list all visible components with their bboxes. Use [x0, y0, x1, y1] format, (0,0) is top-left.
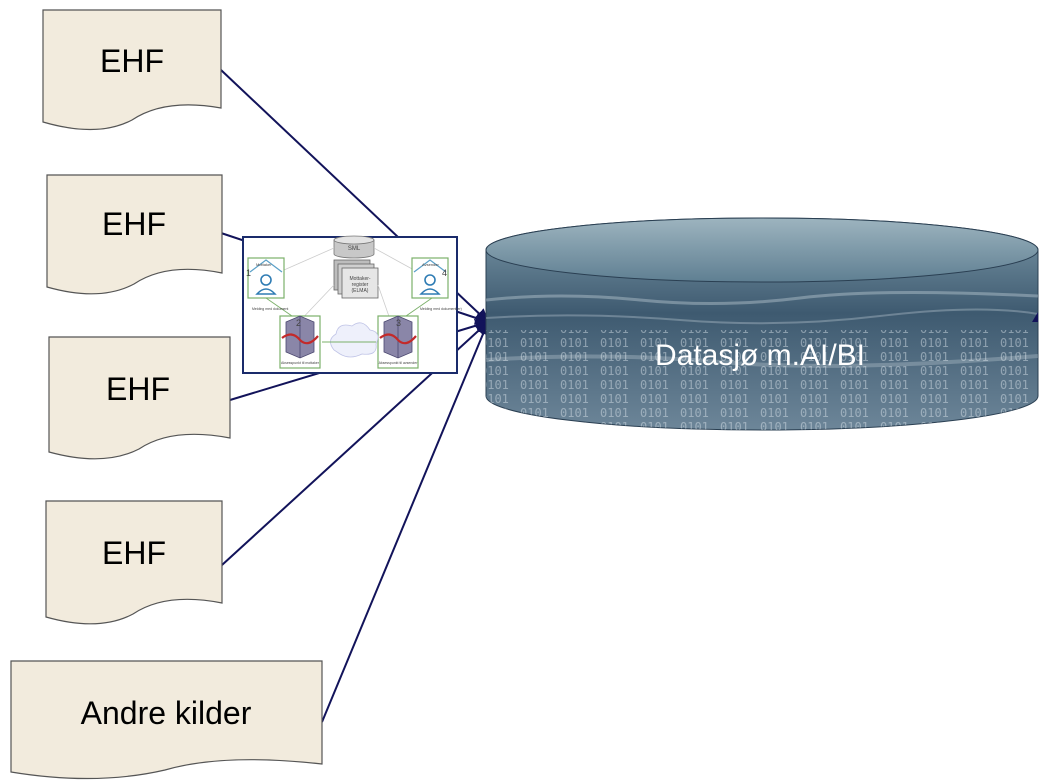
data-lake-texture [486, 290, 1038, 430]
left-msg-label: Melding med dokument [252, 307, 288, 311]
source-doc-4-label: EHF [102, 535, 166, 571]
source-doc-2: EHF [46, 174, 223, 295]
data-lake-label: Datasjø m.AI/BI [655, 339, 865, 372]
network-figure: SML Mottaker-register(ELMA) Mottaker 1 [242, 235, 462, 374]
cloud-icon [330, 322, 379, 358]
source-doc-3-label: EHF [106, 371, 170, 407]
access-point-sender-icon: 3 Aksesspunkt til avsender [377, 315, 419, 369]
receiver-label: Mottaker [256, 262, 272, 267]
data-lake-cylinder: Datasjø m.AI/BI [485, 217, 1039, 431]
source-doc-1-label: EHF [100, 43, 164, 79]
source-doc-1: EHF [42, 9, 222, 131]
source-doc-5: Andre kilder [10, 660, 323, 780]
receiver-num: 1 [246, 268, 251, 278]
source-doc-2-label: EHF [102, 206, 166, 242]
register-label: Mottaker-register(ELMA) [349, 276, 370, 294]
source-doc-5-label: Andre kilder [81, 695, 252, 731]
connectors [220, 69, 490, 723]
access-point-left-num: 2 [296, 318, 301, 328]
source-doc-4: EHF [45, 500, 223, 625]
lake-arrow-tip [1032, 312, 1038, 322]
sender-icon: Avsender 4 [411, 257, 449, 299]
sender-label: Avsender [422, 262, 439, 267]
figure-arrows [265, 297, 433, 343]
access-point-left-label: Aksesspunkt til mottaker [281, 361, 320, 365]
sml-label: SML [348, 246, 361, 252]
sml-database-icon: SML [333, 235, 375, 259]
access-point-right-num: 3 [396, 318, 401, 328]
source-doc-3: EHF [48, 336, 231, 460]
sender-num: 4 [442, 268, 447, 278]
access-point-receiver-icon: 2 Aksesspunkt til mottaker [279, 315, 321, 369]
right-msg-label: Melding med dokument(er) [420, 307, 462, 311]
register-stack-icon: Mottaker-register(ELMA) [333, 259, 379, 299]
access-point-right-label: Aksesspunkt til avsender [379, 361, 419, 365]
receiver-icon: Mottaker 1 [246, 257, 285, 299]
connector-5 [321, 320, 490, 723]
